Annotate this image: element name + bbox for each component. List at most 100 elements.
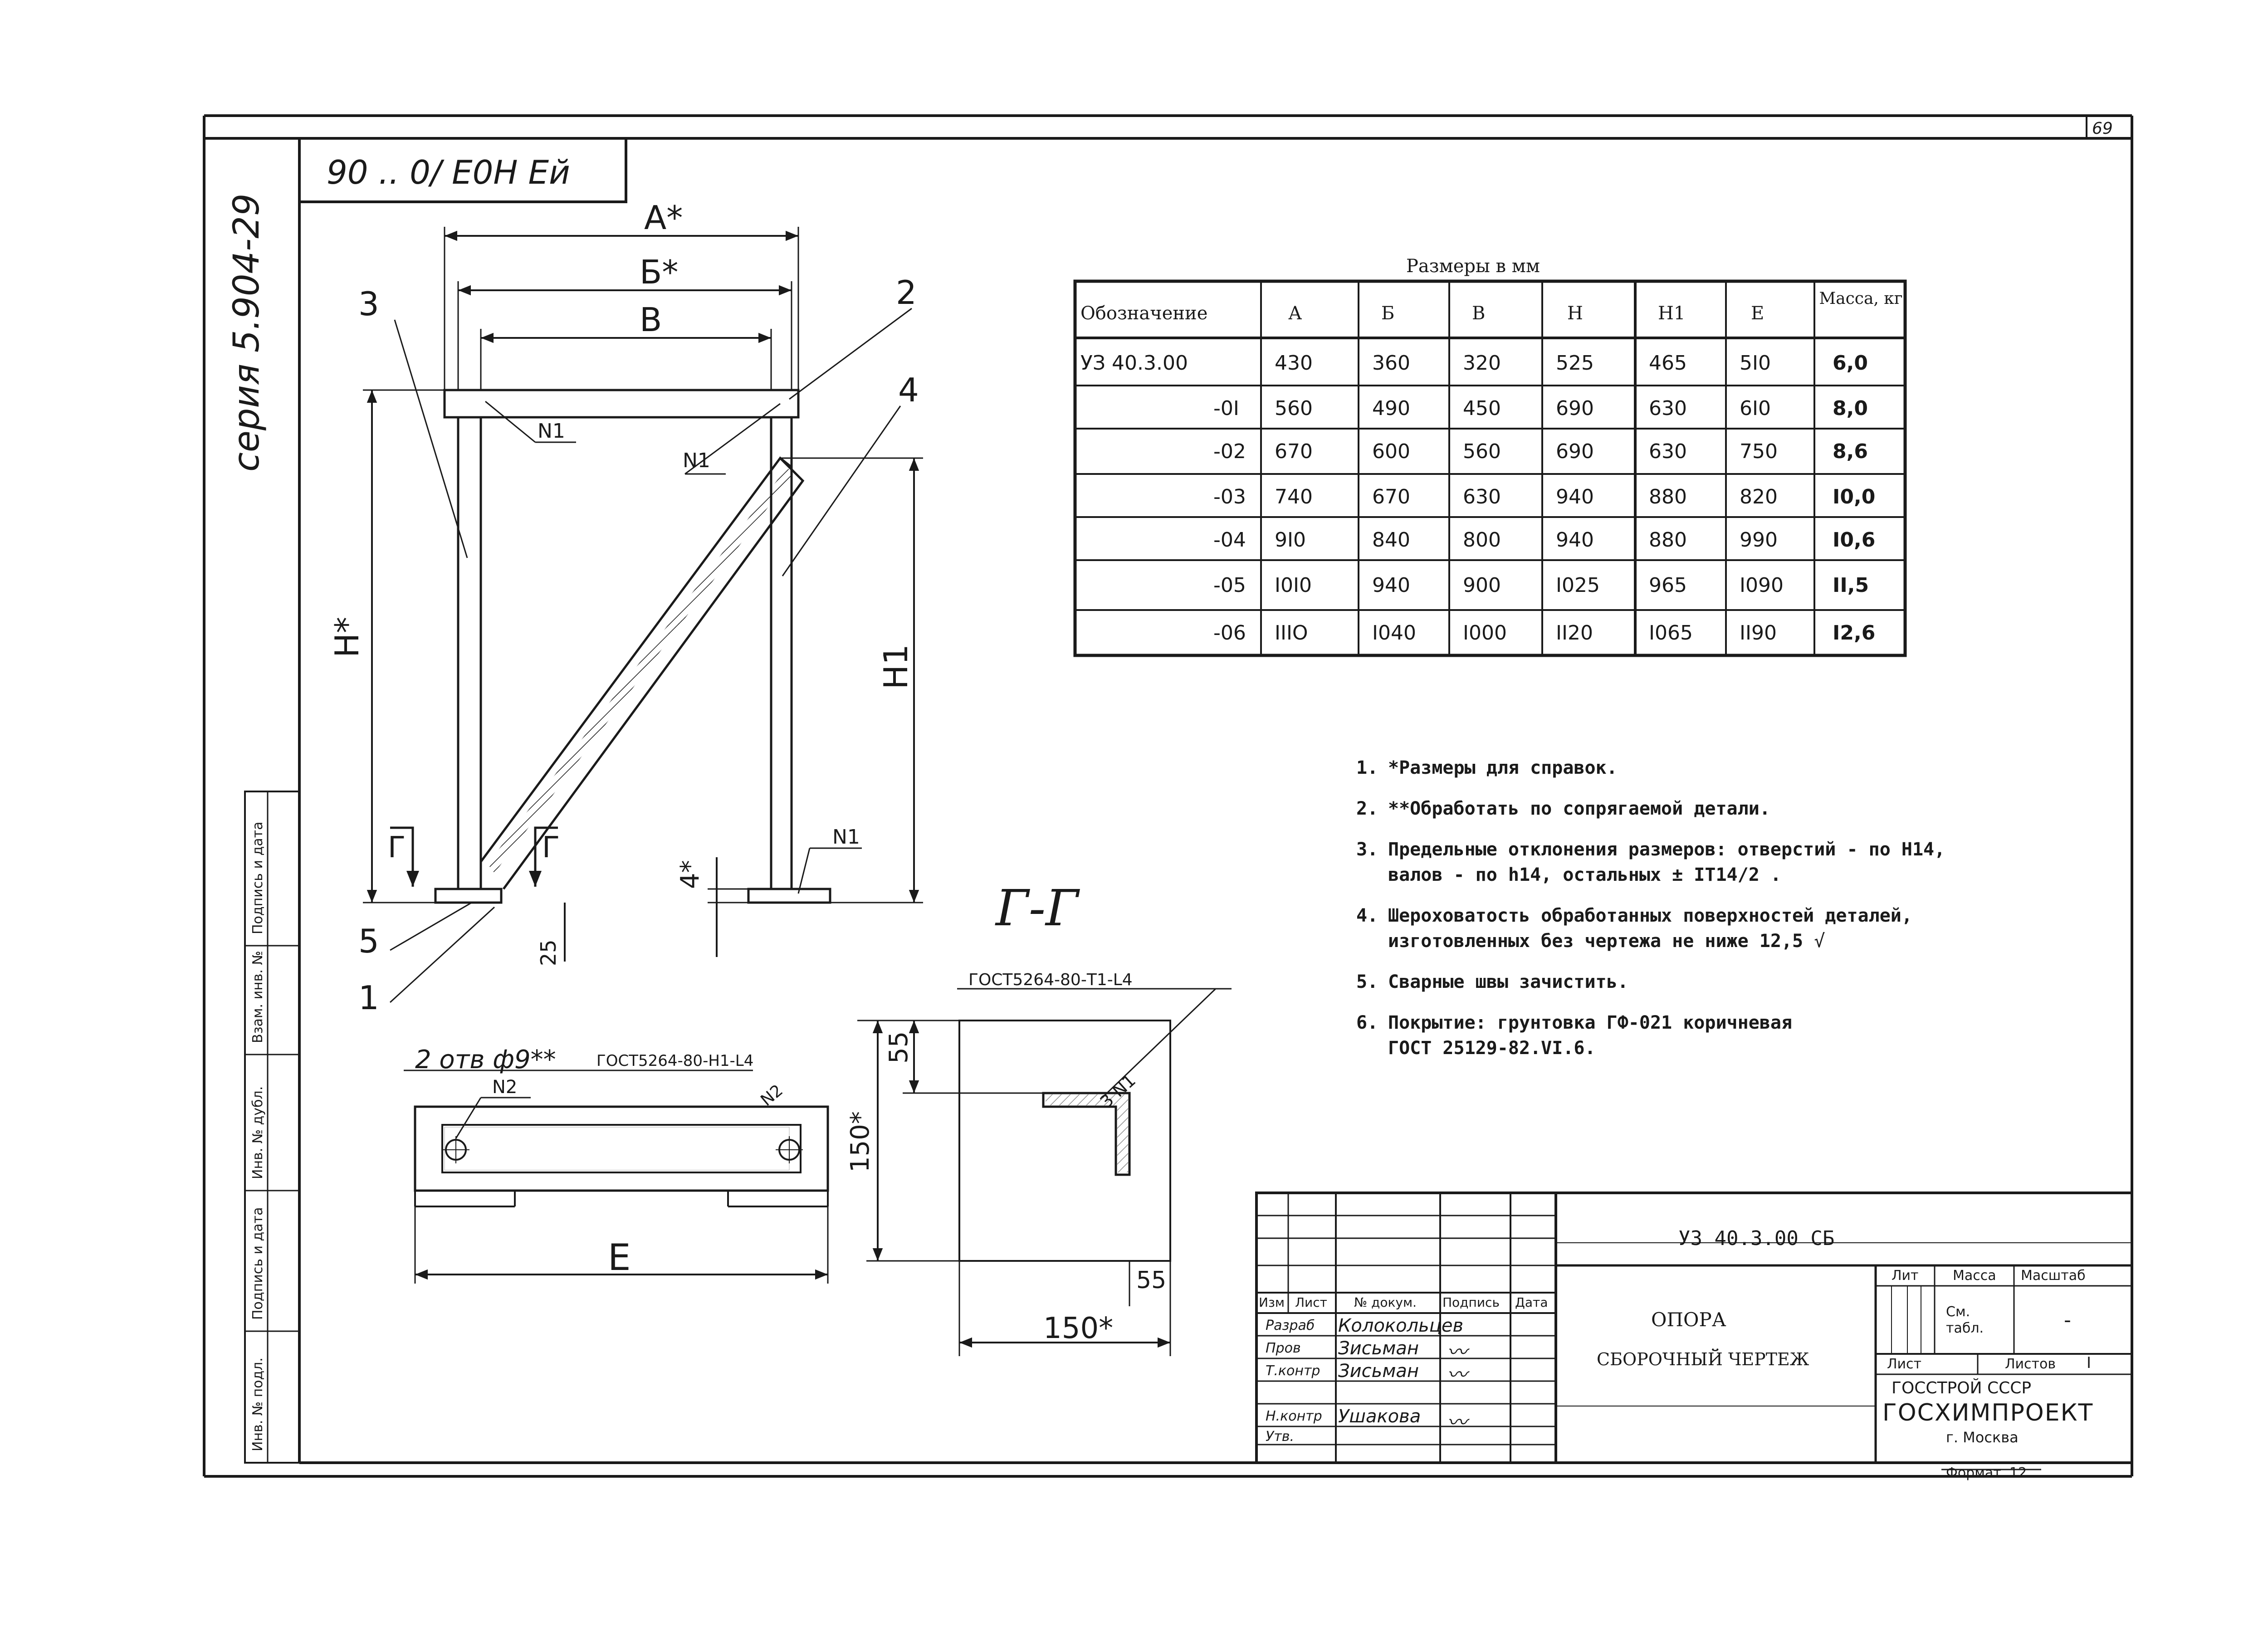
series-label: серия 5.904-29 [226, 194, 267, 472]
weld-label-n1: N1 [832, 825, 860, 849]
col-header-doc: № докум. [1354, 1295, 1417, 1310]
table-cell: 490 [1372, 397, 1410, 420]
weld-label-n1: N1 [538, 420, 565, 443]
table-cell: 6I0 [1740, 397, 1771, 420]
note-item: 5.Сварные швы зачистить. [1356, 969, 2127, 995]
col-header-date: Дата [1515, 1295, 1548, 1310]
callout-3: 3 [358, 285, 379, 323]
role-label: Пров [1266, 1340, 1301, 1356]
person-name: Ушакова [1338, 1406, 1421, 1427]
table-row: -05 I0I0 940 900 I025 965 I090 II,5 [1075, 560, 1905, 610]
callout-2: 2 [896, 273, 917, 312]
table-cell: 465 [1649, 352, 1687, 375]
table-cell: 940 [1556, 485, 1594, 508]
dim-55-top: 55 [884, 1031, 914, 1064]
table-cell: IIIO [1275, 621, 1308, 645]
table-row: -02 670 600 560 690 630 750 8,6 [1075, 429, 1905, 474]
table-cell: I000 [1463, 621, 1507, 645]
note-text: валов - по h14, остальных ± IT14/2 . [1388, 864, 1781, 885]
dim-a-label: А* [644, 199, 683, 237]
note-item: 1.*Размеры для справок. [1356, 755, 2127, 781]
table-cell: 560 [1463, 440, 1501, 463]
side-stamp-label: Инв. № дубл. [250, 1086, 266, 1179]
table-row: -06 IIIO I040 I000 II20 I065 II90 I2,6 [1075, 610, 1905, 655]
table-header-row: Обозначение А Б В Н Н1 Е Масса, кг [1075, 281, 1905, 338]
weld-label-n1: N1 [683, 449, 710, 472]
table-cell: 900 [1463, 574, 1501, 597]
callout-4: 4 [898, 371, 919, 409]
table-cell: 690 [1556, 397, 1594, 420]
role-label: Н.контр [1266, 1408, 1322, 1424]
dim-55-bottom: 55 [1136, 1267, 1166, 1294]
table-header-designation: Обозначение [1080, 303, 1208, 324]
main-view: А* Б* В Н* Н1 4* 25 Г Г [328, 199, 923, 1017]
title-block [1255, 1192, 2133, 1470]
col-header-sign: Подпись [1442, 1295, 1500, 1310]
org-line-3: г. Москва [1946, 1429, 2019, 1446]
note-number: 2. [1356, 798, 1378, 819]
table-header-h1: Н1 [1658, 303, 1686, 324]
table-cell-mass: I0,6 [1833, 528, 1876, 552]
table-cell: 360 [1372, 352, 1410, 375]
table-cell-mass: I2,6 [1833, 621, 1876, 645]
table-row: -0I 560 490 450 690 630 6I0 8,0 [1075, 386, 1905, 429]
dim-h-label: Н* [328, 617, 366, 658]
table-cell-mass: 6,0 [1833, 352, 1868, 375]
signature-icon: 〰 [1447, 1411, 1467, 1434]
note-number: 1. [1356, 757, 1378, 778]
table-cell: I090 [1740, 574, 1784, 597]
table-cell: 560 [1275, 397, 1313, 420]
table-cell-designation: -0I [1213, 397, 1239, 420]
side-stamp-label: Подпись и дата [250, 1207, 266, 1320]
inventory-stamp: 90 .. 0/ Е0Н Ей [298, 137, 627, 203]
table-cell-designation: -04 [1213, 528, 1246, 552]
scale-value: - [2064, 1309, 2071, 1332]
table-cell: 880 [1649, 528, 1687, 552]
side-stamp-label: Инв. № подл. [250, 1358, 266, 1451]
side-stamp-label: Подпись и дата [250, 822, 266, 935]
mass-value: См. табл. [1946, 1304, 1984, 1336]
table-cell: 880 [1649, 485, 1687, 508]
table-cell: 450 [1463, 397, 1501, 420]
role-label: Разраб [1266, 1318, 1315, 1333]
note-text: Покрытие: грунтовка ГФ-021 коричневая [1388, 1012, 1793, 1033]
sheets-label: Листов [2005, 1356, 2056, 1372]
sheets-value: I [2087, 1354, 2092, 1372]
dim-b-label: Б* [640, 253, 678, 291]
table-header-a: А [1288, 303, 1302, 324]
note-number: 3. [1356, 839, 1378, 860]
table-cell: 940 [1556, 528, 1594, 552]
org-line-1: ГОССТРОЙ СССР [1892, 1379, 2032, 1397]
table-cell-designation: -02 [1213, 440, 1246, 463]
sheet-label: Лист [1887, 1356, 1922, 1372]
section-title: Г-Г [995, 879, 1080, 937]
table-cell: 750 [1740, 440, 1778, 463]
dim-25-label: 25 [536, 939, 561, 966]
signature-icon: 〰 [1447, 1363, 1467, 1387]
table-cell: 840 [1372, 528, 1410, 552]
table-cell: 670 [1372, 485, 1410, 508]
table-cell: 600 [1372, 440, 1410, 463]
table-cell: 820 [1740, 485, 1778, 508]
dim-h1-label: Н1 [877, 644, 915, 689]
note-item: 2.**Обработать по сопрягаемой детали. [1356, 796, 2127, 821]
signature-icon: 〰 [1447, 1341, 1467, 1364]
role-label: Утв. [1266, 1429, 1294, 1445]
table-cell: 800 [1463, 528, 1501, 552]
table-header-b: Б [1381, 303, 1395, 324]
section-mark-right: Г [542, 831, 560, 864]
side-stamp-label: Взам. инв. № [250, 951, 266, 1043]
table-cell: 9I0 [1275, 528, 1306, 552]
callout-5: 5 [358, 922, 379, 960]
weld-spec-bottom: ГОСТ5264-80-Н1-L4 [596, 1052, 753, 1070]
section-mark-left: Г [388, 831, 406, 864]
side-stamp: Подпись и дата Взам. инв. № Инв. № дубл.… [244, 791, 300, 1464]
org-line-2: ГОСХИМПРОЕКТ [1882, 1399, 2094, 1426]
table-cell: 320 [1463, 352, 1501, 375]
person-name: Зисьман [1338, 1338, 1419, 1359]
col-header-list: Лист [1295, 1295, 1327, 1310]
table-cell-mass: 8,0 [1833, 397, 1868, 420]
weld-n2-left: N2 [492, 1077, 517, 1098]
table-row: -04 9I0 840 800 940 880 990 I0,6 [1075, 517, 1905, 560]
